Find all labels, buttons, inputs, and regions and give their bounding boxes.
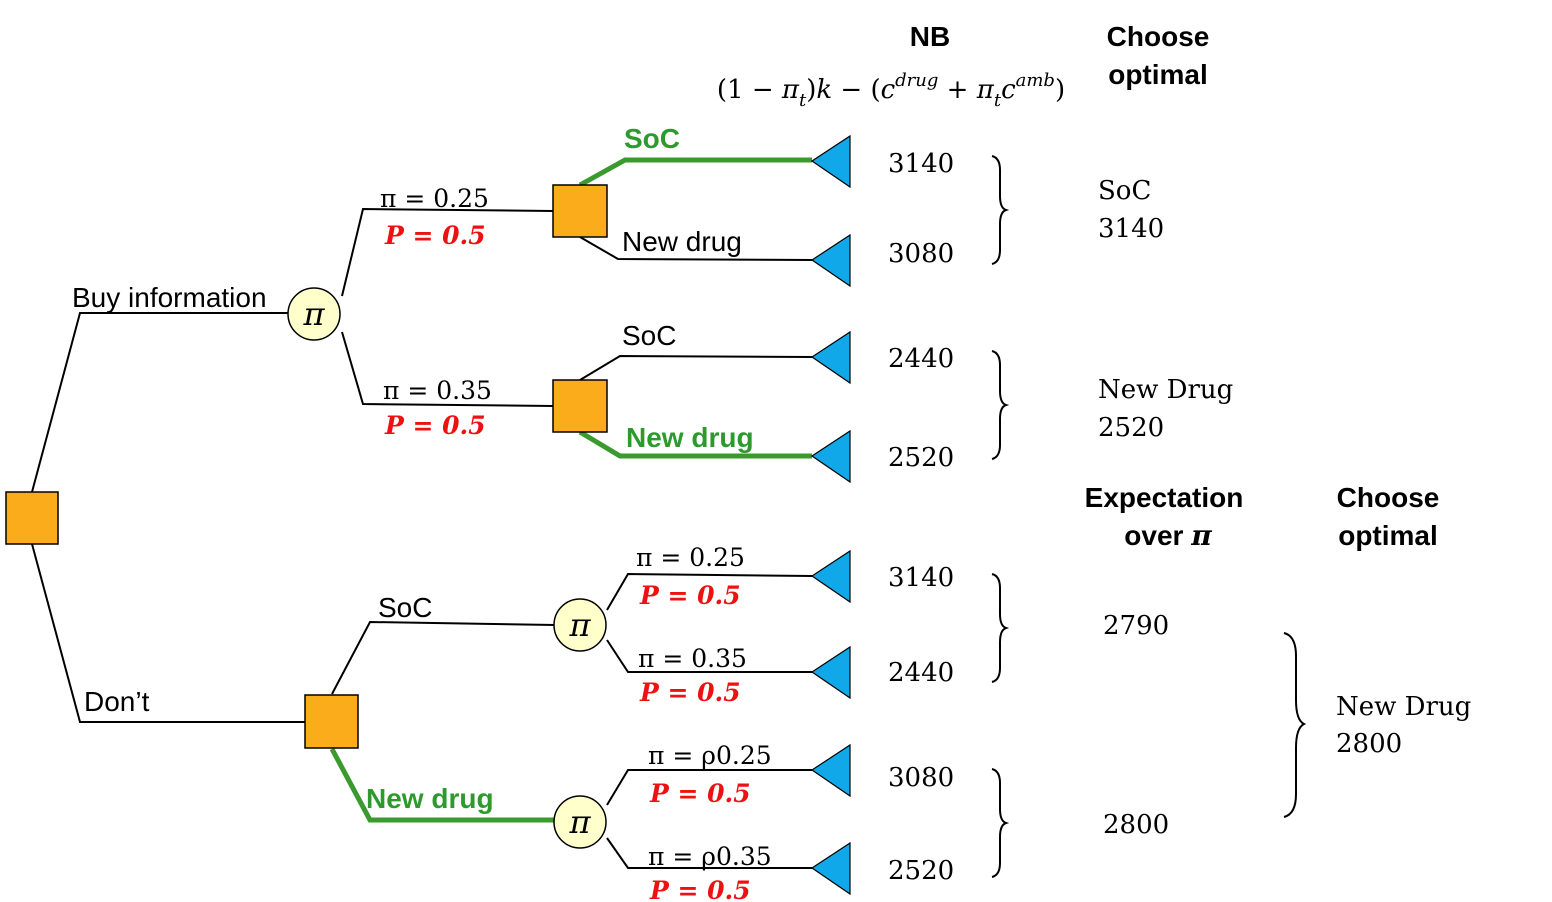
branch-pi-035 [341,331,554,407]
decision-node-pi-025 [552,184,608,238]
terminal-node-6 [810,645,851,700]
label-buy-information: Buy information [72,282,267,313]
branch-soc-pi-025 [606,572,813,611]
label-p-lower: P = 0.5 [384,411,486,440]
label-dont-soc: SoC [378,592,432,623]
label-soc-p-a: P = 0.5 [639,581,741,610]
nb-value-1: 3140 [888,149,954,179]
label-newdrug-p-b: P = 0.5 [649,876,751,902]
branch-pi-025 [341,207,554,297]
chance-node-soc-symbol: π [568,606,591,644]
branch-lower-soc [579,354,813,381]
choice-dont-value: 2800 [1336,729,1402,759]
label-newdrug-pi-035: π = ρ0.35 [648,842,772,871]
expectation-soc: 2790 [1103,611,1169,641]
decision-node-dont [304,694,359,749]
nb-formula: (1 − πt)k − (cdrug + πtcamb) [717,70,1065,111]
branch-newdrug-pi-025 [606,769,812,806]
nb-value-3: 2440 [888,344,954,374]
branch-soc-pi-035 [606,639,812,673]
brace-upper [991,155,1010,265]
label-soc-pi-035: π = 0.35 [638,644,747,673]
chance-node-buy-info [287,287,341,341]
label-lower-new-drug: New drug [626,422,754,453]
expectation-header-line2: over π [1124,519,1212,552]
label-pi-025: π = 0.25 [380,184,489,213]
choose-optimal-header-top-line1: Choose [1107,21,1210,52]
choice-lower-label: New Drug [1098,375,1233,405]
nb-header: NB [910,21,950,52]
label-p-upper: P = 0.5 [384,221,486,250]
branch-newdrug-pi-035 [606,837,812,869]
chance-node-soc [553,598,607,652]
branch-dont-soc [331,620,556,695]
brace-new-drug [991,768,1010,878]
terminal-node-1 [810,134,851,189]
nb-value-7: 3080 [888,763,954,793]
terminal-node-7 [810,743,851,798]
nb-value-4: 2520 [888,443,954,473]
label-newdrug-pi-025: π = ρ0.25 [648,741,772,770]
branch-buy-information [31,312,290,493]
branch-upper-soc-optimal [578,157,812,188]
choose-optimal-header-top-line2: optimal [1108,59,1208,90]
label-pi-035: π = 0.35 [383,376,492,405]
nb-value-5: 3140 [888,563,954,593]
branch-dont-new-drug-optimal [329,747,555,823]
expectation-header-line1: Expectation [1085,482,1244,513]
brace-expectation [1283,632,1307,818]
terminal-node-8 [810,841,851,896]
branch-dont [31,543,305,723]
terminal-node-3 [810,330,851,385]
nb-value-2: 3080 [888,239,954,269]
chance-node-new-drug-symbol: π [568,803,591,841]
choice-upper-value: 3140 [1098,214,1164,244]
decision-node-pi-035 [552,379,608,433]
brace-soc [991,573,1010,683]
root-decision-node [5,491,59,545]
label-lower-soc: SoC [622,320,676,351]
chance-node-new-drug [553,795,607,849]
chance-node-buy-info-symbol: π [302,295,325,333]
label-soc-pi-025: π = 0.25 [636,543,745,572]
terminal-node-4 [810,429,851,484]
label-dont: Don’t [84,686,150,717]
branch-upper-new-drug [579,236,813,261]
terminal-node-5 [810,549,851,604]
label-upper-new-drug: New drug [622,226,742,257]
label-soc-p-b: P = 0.5 [639,678,741,707]
label-newdrug-p-a: P = 0.5 [649,779,751,808]
label-dont-new-drug: New drug [366,783,494,814]
nb-value-8: 2520 [888,856,954,886]
terminal-node-2 [810,233,851,288]
branch-lower-new-drug-optimal [578,429,812,459]
nb-value-6: 2440 [888,658,954,688]
choose-optimal-header-bottom-line1: Choose [1337,482,1440,513]
label-upper-soc: SoC [624,123,680,154]
choose-optimal-header-bottom-line2: optimal [1338,520,1438,551]
choice-lower-value: 2520 [1098,413,1164,443]
choice-upper-label: SoC [1098,176,1151,206]
choice-dont-label: New Drug [1336,692,1471,722]
brace-lower [991,350,1010,460]
expectation-new-drug: 2800 [1103,810,1169,840]
